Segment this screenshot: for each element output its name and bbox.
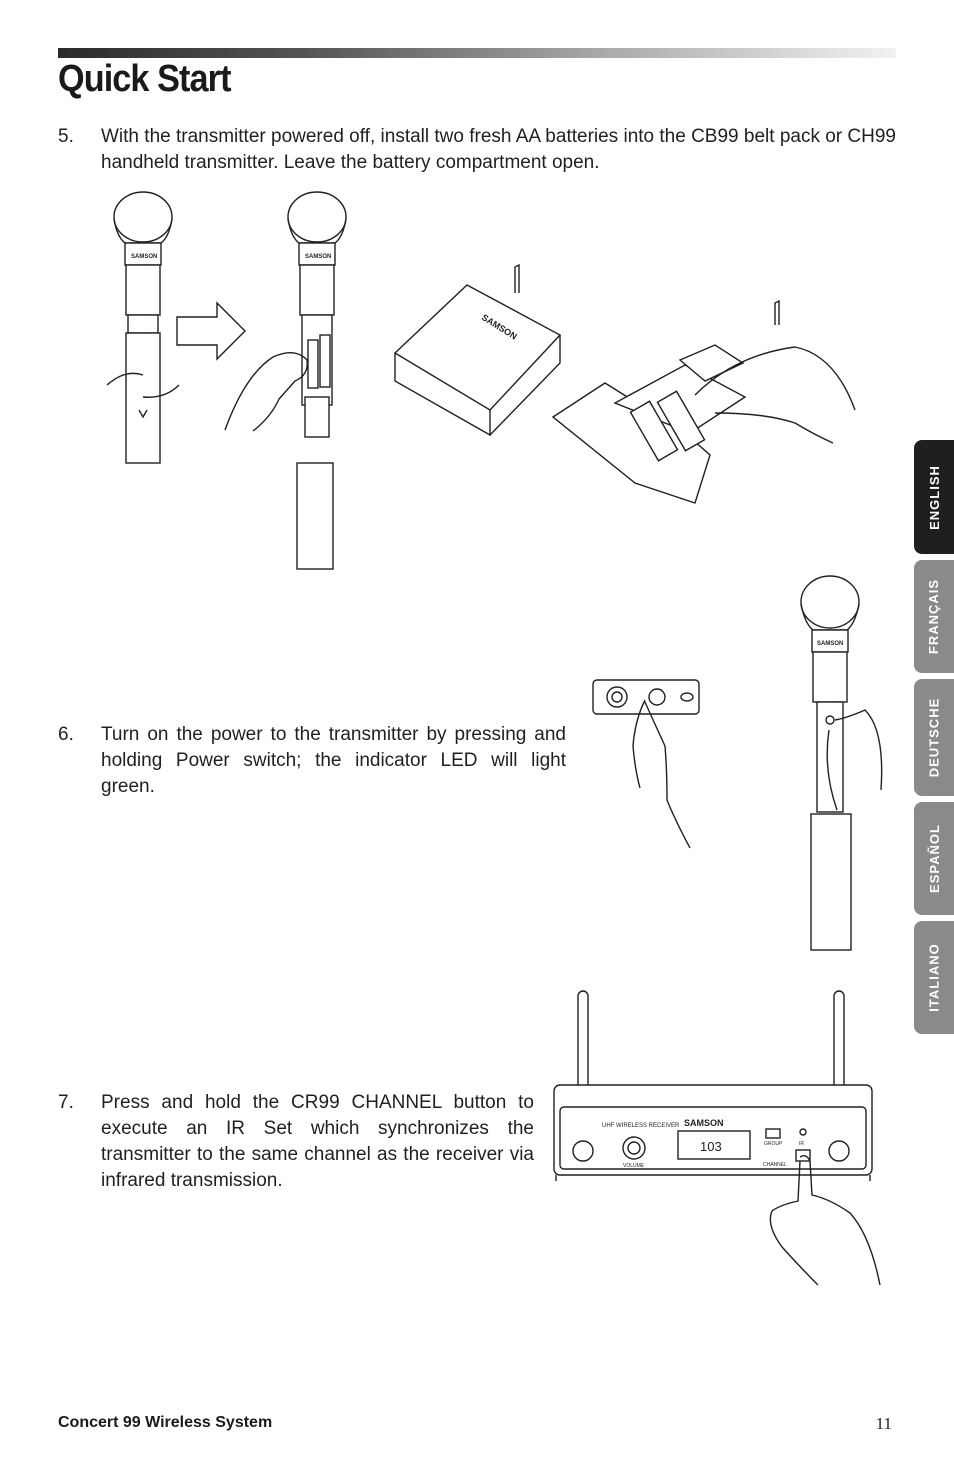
handheld-mic-closed-figure: SAMSON bbox=[106, 191, 180, 464]
step-5: 5. With the transmitter powered off, ins… bbox=[58, 124, 896, 176]
mic-brand-text: SAMSON bbox=[131, 254, 157, 260]
step-text: Turn on the power to the transmitter by … bbox=[101, 724, 566, 797]
step-text: Press and hold the CR99 CHANNEL button t… bbox=[101, 1092, 534, 1191]
footer-title: Concert 99 Wireless System bbox=[58, 1414, 273, 1431]
tab-label: ENGLISH bbox=[926, 464, 942, 530]
receiver-ir-set-illustration: UHF WIRELESS RECEIVER SAMSON VOLUME 103 … bbox=[553, 990, 881, 1286]
tab-espanol[interactable]: ESPAÑOL bbox=[914, 802, 954, 915]
beltpack-closed-figure: SAMSON bbox=[393, 263, 562, 437]
tab-italiano[interactable]: ITALIANO bbox=[914, 921, 954, 1034]
tab-deutsche[interactable]: DEUTSCHE bbox=[914, 679, 954, 796]
step-7: 7. Press and hold the CR99 CHANNEL butto… bbox=[58, 1090, 534, 1194]
step-number: 5. bbox=[58, 126, 74, 147]
svg-text:IR: IR bbox=[799, 1141, 804, 1147]
step-text: With the transmitter powered off, instal… bbox=[101, 126, 896, 173]
svg-text:UHF WIRELESS RECEIVER: UHF WIRELESS RECEIVER bbox=[602, 1123, 680, 1129]
svg-text:SAMSON: SAMSON bbox=[684, 1118, 724, 1128]
page-title: Quick Start bbox=[58, 58, 231, 100]
tab-label: ESPAÑOL bbox=[926, 824, 942, 893]
svg-text:CHANNEL: CHANNEL bbox=[763, 1162, 787, 1168]
handheld-mic-open-figure: SAMSON bbox=[224, 191, 347, 570]
tab-francais[interactable]: FRANÇAIS bbox=[914, 560, 954, 673]
svg-text:103: 103 bbox=[700, 1139, 722, 1154]
tab-english[interactable]: ENGLISH bbox=[914, 440, 954, 554]
tab-label: DEUTSCHE bbox=[926, 697, 942, 778]
svg-text:GROUP: GROUP bbox=[764, 1141, 783, 1147]
beltpack-open-figure bbox=[551, 299, 856, 504]
svg-text:VOLUME: VOLUME bbox=[623, 1163, 645, 1169]
header-gradient-rule bbox=[58, 48, 896, 58]
page-number: 11 bbox=[875, 1414, 892, 1433]
svg-text:SAMSON: SAMSON bbox=[817, 641, 843, 647]
step-number: 7. bbox=[58, 1092, 74, 1113]
battery-install-illustration: SAMSON SAMSON SAMSON bbox=[106, 191, 856, 570]
tab-label: FRANÇAIS bbox=[926, 578, 942, 655]
step-6: 6. Turn on the power to the transmitter … bbox=[58, 722, 566, 800]
tab-label: ITALIANO bbox=[926, 943, 942, 1012]
svg-text:SAMSON: SAMSON bbox=[305, 254, 331, 260]
power-on-illustration: SAMSON bbox=[592, 575, 883, 951]
step-number: 6. bbox=[58, 724, 74, 745]
